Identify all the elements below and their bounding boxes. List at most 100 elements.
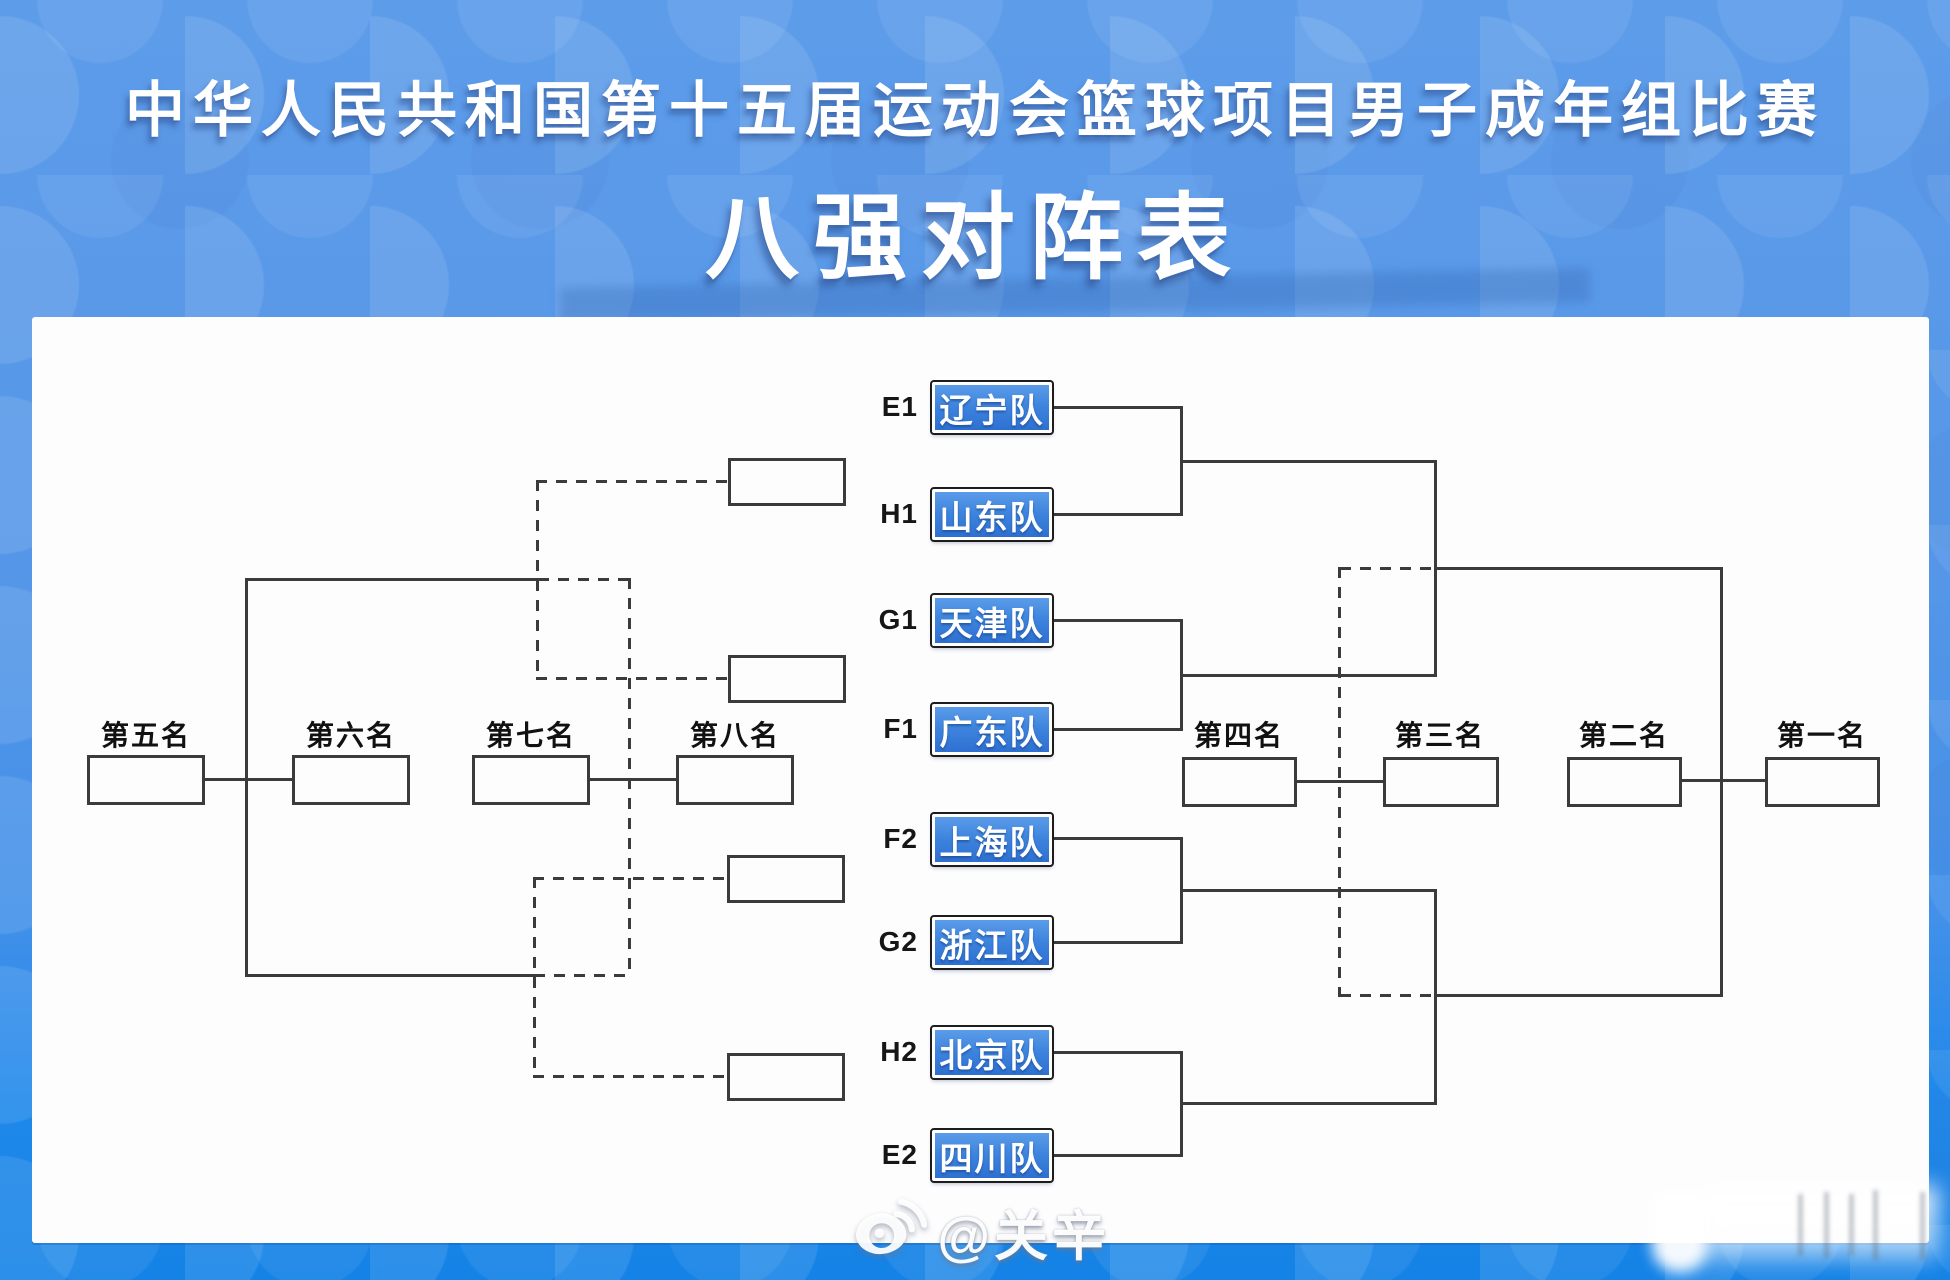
team-slot-h1: H1 山东队 — [848, 487, 1058, 542]
line-place5-6-connector — [205, 778, 292, 781]
line-sf1-winner — [1434, 567, 1722, 570]
blur-smudge — [1652, 1192, 1708, 1272]
dashline-consolation-bottom — [534, 974, 628, 977]
line-e1-stub — [1052, 406, 1183, 409]
team-slot-g1: G1 天津队 — [848, 593, 1058, 648]
line-sf2-pair — [1434, 889, 1437, 1105]
line-qf2-pair — [1180, 619, 1183, 731]
line-sf2-winner — [1434, 994, 1722, 997]
blur-smudge — [1700, 1186, 1938, 1260]
label-place-8: 第八名 — [689, 720, 780, 751]
dashline-into-loserbox-b — [536, 677, 728, 680]
line-f1-stub — [1052, 728, 1183, 731]
seed-label-g2: G2 — [878, 926, 918, 957]
team-box-tianjin: 天津队 — [930, 593, 1054, 648]
team-slot-e2: E2 四川队 — [848, 1128, 1058, 1183]
line-consolation-bottom — [245, 974, 534, 977]
label-place-2: 第二名 — [1578, 720, 1669, 751]
dashline-sf1-loser — [1340, 567, 1434, 570]
place-box-7 — [472, 755, 590, 805]
seed-label-f2: F2 — [883, 823, 918, 854]
consolation-box-a — [728, 458, 846, 506]
line-final-pair — [1720, 567, 1723, 997]
team-slot-h2: H2 北京队 — [848, 1025, 1058, 1080]
dashline-upper-u — [536, 480, 539, 680]
line-qf1-pair — [1180, 406, 1183, 516]
place-box-6 — [292, 755, 410, 805]
dashline-consolation-right — [628, 578, 631, 977]
line-qf1-winner — [1180, 460, 1436, 463]
watermark: @关辛 — [850, 1192, 1110, 1270]
line-g2-stub — [1053, 941, 1183, 944]
consolation-box-c — [727, 855, 845, 903]
line-final-connector — [1682, 779, 1765, 782]
team-box-guangdong: 广东队 — [930, 702, 1054, 757]
team-box-zhejiang: 浙江队 — [930, 915, 1054, 970]
dashline-consolation-top — [538, 578, 628, 581]
team-name: 山东队 — [939, 498, 1045, 536]
dashline-into-loserbox-d — [533, 1075, 727, 1078]
line-consolation-top — [245, 578, 538, 581]
place-box-4 — [1182, 757, 1297, 807]
poster-title: 中华人民共和国第十五届运动会篮球项目男子成年组比赛 — [125, 77, 1825, 144]
line-sf1-pair — [1434, 460, 1437, 677]
smudge-streak — [1873, 1190, 1878, 1260]
team-box-liaoning: 辽宁队 — [930, 380, 1054, 435]
team-name: 天津队 — [939, 604, 1045, 642]
poster-subtitle: 八强对阵表 — [704, 185, 1245, 290]
line-consolation-left — [245, 578, 248, 977]
label-place-3: 第三名 — [1394, 720, 1485, 751]
team-box-sichuan: 四川队 — [930, 1128, 1054, 1183]
consolation-box-b — [728, 655, 846, 703]
line-e2-stub — [1052, 1154, 1183, 1157]
team-name: 广东队 — [939, 713, 1045, 751]
seed-label-e1: E1 — [881, 391, 918, 422]
team-slot-f1: F1 广东队 — [848, 702, 1058, 757]
label-place-1: 第一名 — [1776, 720, 1867, 751]
label-place-6: 第六名 — [305, 720, 396, 751]
line-h2-stub — [1052, 1051, 1183, 1054]
team-name: 浙江队 — [939, 926, 1045, 964]
line-place7-8-connector — [590, 778, 676, 781]
label-place-7: 第七名 — [485, 720, 576, 751]
seed-label-g1: G1 — [878, 604, 918, 635]
line-qf2-winner — [1180, 674, 1436, 677]
dashline-into-loserbox-c — [533, 877, 727, 880]
place-box-2 — [1567, 757, 1682, 807]
seed-label-e2: E2 — [881, 1139, 918, 1170]
line-qf3-winner — [1180, 889, 1436, 892]
place-box-3 — [1383, 757, 1499, 807]
team-name: 辽宁队 — [939, 391, 1045, 429]
seed-label-h2: H2 — [880, 1036, 918, 1067]
watermark-handle: @关辛 — [937, 1206, 1110, 1267]
line-qf3-pair — [1180, 838, 1183, 944]
team-name: 北京队 — [939, 1036, 1045, 1074]
place-box-1 — [1765, 757, 1880, 807]
line-f2-stub — [1052, 837, 1183, 840]
line-h1-stub — [1052, 513, 1183, 516]
team-name: 四川队 — [939, 1139, 1045, 1177]
consolation-box-d — [727, 1053, 845, 1101]
seed-label-f1: F1 — [883, 713, 918, 744]
team-slot-f2: F2 上海队 — [848, 812, 1058, 867]
smudge-streak — [1798, 1194, 1803, 1256]
label-place-5: 第五名 — [100, 720, 191, 751]
weibo-icon — [856, 1198, 928, 1255]
team-slot-g2: G2 浙江队 — [848, 915, 1058, 970]
place-box-8 — [676, 755, 794, 805]
smudge-streak — [1824, 1192, 1829, 1258]
smudge-streak — [1920, 1192, 1925, 1260]
line-g1-stub — [1053, 619, 1183, 622]
team-box-shandong: 山东队 — [930, 487, 1054, 542]
team-box-shanghai: 上海队 — [930, 812, 1054, 867]
team-name: 上海队 — [939, 823, 1045, 861]
dashline-sf2-loser — [1340, 994, 1434, 997]
team-box-beijing: 北京队 — [930, 1025, 1054, 1080]
label-place-4: 第四名 — [1193, 720, 1284, 751]
line-qf4-winner — [1180, 1102, 1436, 1105]
team-slot-e1: E1 辽宁队 — [848, 380, 1058, 435]
dashline-lower-u — [533, 877, 536, 1078]
seed-label-h1: H1 — [880, 498, 918, 529]
place-box-5 — [87, 755, 205, 805]
